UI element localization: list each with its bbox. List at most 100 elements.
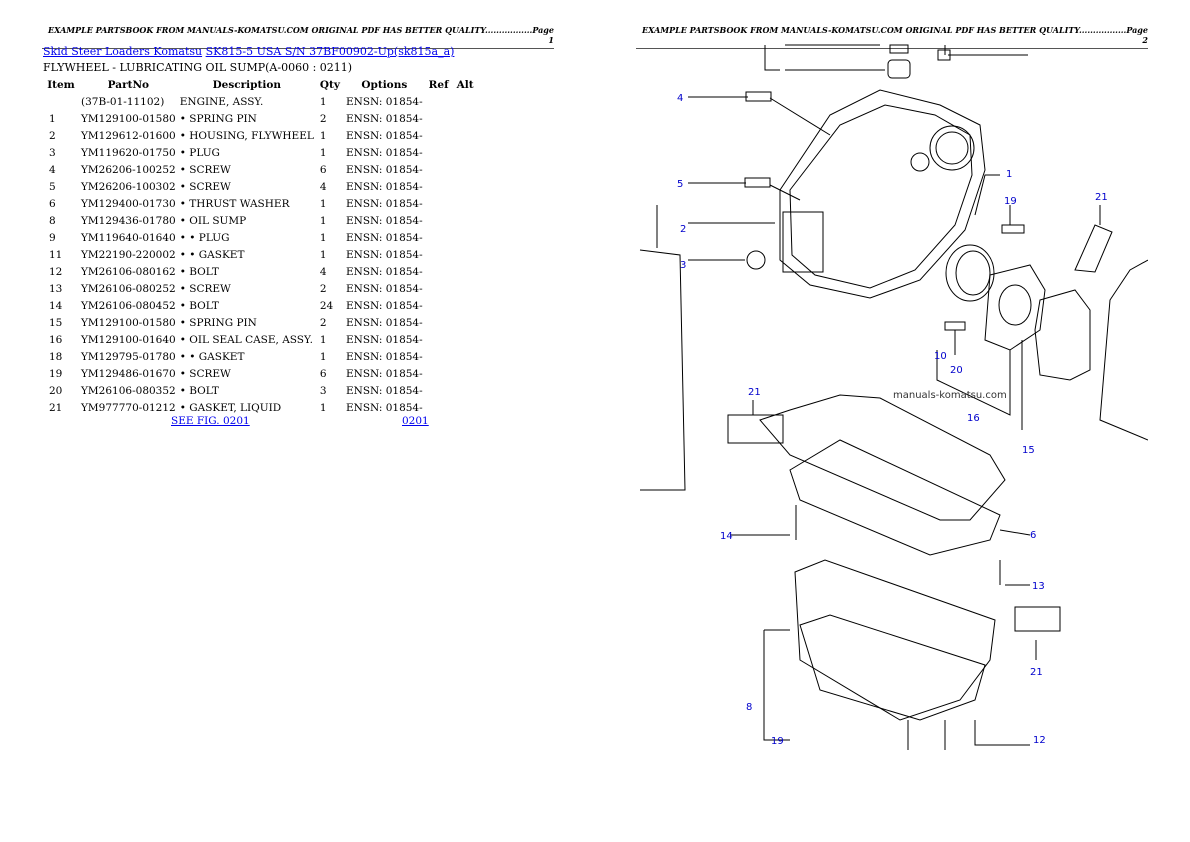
ref-cell (425, 229, 453, 246)
callout-label: 14 (720, 531, 733, 542)
item-cell: 19 (49, 367, 63, 380)
page-title: FLYWHEEL - LUBRICATING OIL SUMP(A-0060 :… (43, 61, 353, 74)
item-cell: 5 (49, 180, 56, 193)
ref-cell (425, 365, 453, 382)
part-number-cell: YM26106-080162 (81, 265, 176, 278)
alt-cell (453, 161, 478, 178)
alt-cell (453, 110, 478, 127)
callout-label: 21 (1095, 192, 1108, 203)
alt-cell (453, 178, 478, 195)
item-cell: 3 (49, 146, 56, 159)
alt-cell (453, 382, 478, 399)
item-cell: 4 (49, 163, 56, 176)
breadcrumb-link-category[interactable]: Skid Steer Loaders Komatsu (43, 45, 203, 58)
ref-cell (425, 195, 453, 212)
ref-link[interactable]: 0201 (402, 415, 429, 427)
ref-cell (425, 212, 453, 229)
quantity-cell: 1 (319, 146, 327, 159)
description-cell: • SCREW (179, 180, 231, 193)
quantity-cell: 1 (319, 129, 327, 142)
description-cell: • SCREW (179, 163, 231, 176)
alt-cell (453, 144, 478, 161)
part-number-cell: YM977770-01212 (81, 401, 176, 414)
ref-cell (425, 382, 453, 399)
callout-label: 21 (1030, 667, 1043, 678)
description-cell: • SPRING PIN (179, 112, 257, 125)
ref-cell (425, 161, 453, 178)
ref-cell (425, 331, 453, 348)
callout-label: 20 (950, 365, 963, 376)
part-number-cell: YM129100-01640 (81, 333, 176, 346)
options-cell: ENSN: 01854- (345, 384, 423, 397)
description-cell: • GASKET, LIQUID (179, 401, 282, 414)
column-header-qty: Qty (319, 78, 340, 91)
screw-5-drawing (744, 177, 771, 188)
breadcrumb: Skid Steer Loaders Komatsu SK815-5 USA S… (43, 45, 454, 58)
options-cell: ENSN: 01854- (345, 282, 423, 295)
description-cell: • • GASKET (179, 350, 245, 363)
callout-label: 6 (1030, 530, 1036, 541)
alt-cell (453, 229, 478, 246)
part-number-cell: YM129486-01670 (81, 367, 176, 380)
engine-block-right-drawing (1099, 259, 1148, 441)
options-cell: ENSN: 01854- (345, 231, 423, 244)
ref-cell (425, 280, 453, 297)
alt-cell (453, 212, 478, 229)
description-cell: • • GASKET (179, 248, 245, 261)
description-cell: • BOLT (179, 299, 219, 312)
description-cell: • BOLT (179, 384, 219, 397)
item-cell: 16 (49, 333, 63, 346)
column-header-options: Options (361, 78, 408, 91)
part-number-cell: YM26106-080252 (81, 282, 176, 295)
description-cell: • OIL SEAL CASE, ASSY. (179, 333, 313, 346)
item-cell (43, 93, 79, 110)
ref-cell (425, 110, 453, 127)
quantity-cell: 3 (319, 384, 327, 397)
top-plug-drawing (764, 44, 1028, 79)
callout-label: 12 (1033, 735, 1046, 746)
callout-label: 10 (934, 351, 947, 362)
alt-cell (453, 93, 478, 110)
options-cell: ENSN: 01854- (345, 180, 423, 193)
alt-cell (453, 399, 478, 416)
item-cell: 2 (49, 129, 56, 142)
item-cell: 1 (49, 112, 56, 125)
watermark: manuals-komatsu.com (893, 390, 1007, 401)
options-cell: ENSN: 01854- (345, 333, 423, 346)
description-cell: ENGINE, ASSY. (179, 95, 264, 108)
quantity-cell: 4 (319, 265, 327, 278)
part-number-cell: YM119640-01640 (81, 231, 176, 244)
description-cell: • • PLUG (179, 231, 230, 244)
ref-cell (425, 246, 453, 263)
quantity-cell: 1 (319, 350, 327, 363)
part-number-cell: YM129100-01580 (81, 316, 176, 329)
callout-label: 5 (677, 179, 683, 190)
description-cell: • BOLT (179, 265, 219, 278)
callout-label: 3 (680, 260, 686, 271)
breadcrumb-link-model[interactable]: SK815-5 USA S/N 37BF00902-Up(sk815a_a) (205, 45, 455, 58)
callout-label: 4 (677, 93, 683, 104)
quantity-cell: 1 (319, 333, 327, 346)
callout-label: 13 (1032, 581, 1045, 592)
part-number-cell: YM26206-100302 (81, 180, 176, 193)
options-cell: ENSN: 01854- (345, 146, 423, 159)
description-cell: • PLUG (179, 146, 220, 159)
see-fig-link[interactable]: SEE FIG. 0201 (171, 415, 250, 427)
quantity-cell: 1 (319, 197, 327, 210)
item-cell: 8 (49, 214, 56, 227)
part-number-cell: YM129795-01780 (81, 350, 176, 363)
description-cell: • THRUST WASHER (179, 197, 290, 210)
part-number-cell: YM129612-01600 (81, 129, 176, 142)
options-cell: ENSN: 01854- (345, 265, 423, 278)
